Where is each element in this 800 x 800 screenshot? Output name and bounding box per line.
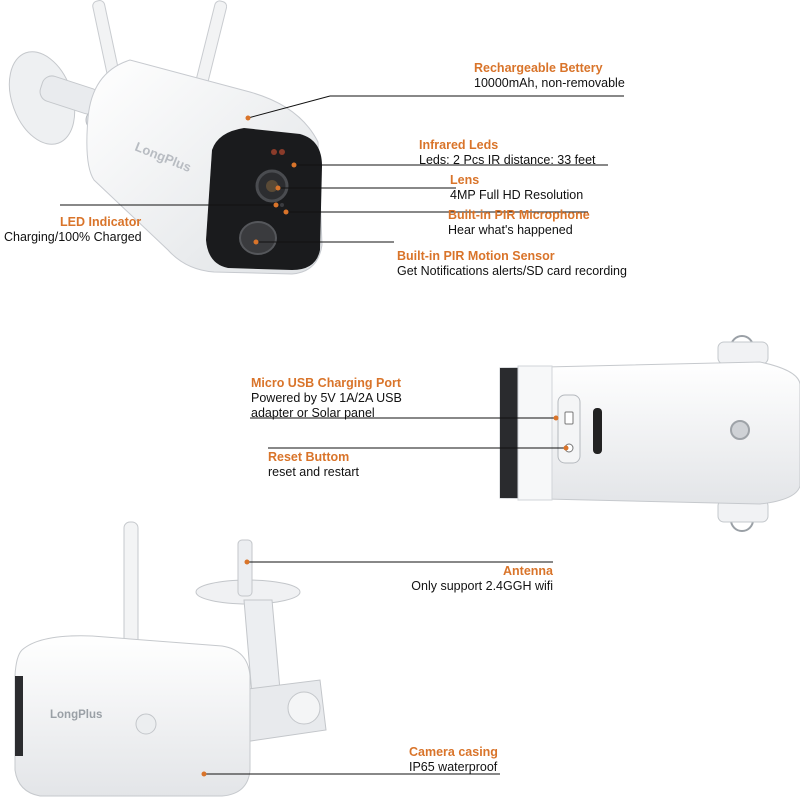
camera-casing bbox=[14, 635, 251, 797]
infrared-led bbox=[271, 149, 277, 155]
callout-title: Antenna bbox=[503, 564, 553, 578]
micro-usb-port bbox=[564, 411, 574, 425]
callout-title: Built-in PIR Microphone bbox=[448, 208, 590, 222]
callout-infrared-leds: Infrared Leds Leds: 2 Pcs IR distance: 3… bbox=[419, 138, 596, 168]
callout-dot bbox=[244, 559, 250, 565]
callout-dot bbox=[291, 162, 297, 168]
callout-desc: Only support 2.4GGH wifi bbox=[411, 579, 553, 593]
callout-desc: Leds: 2 Pcs IR distance: 33 feet bbox=[419, 153, 596, 167]
antenna-base bbox=[135, 713, 157, 735]
callout-title: Camera casing bbox=[409, 745, 498, 759]
callout-lens: Lens 4MP Full HD Resolution bbox=[450, 173, 583, 203]
callout-title: LED Indicator bbox=[60, 215, 142, 229]
callout-title: Infrared Leds bbox=[419, 138, 499, 152]
sd-card-slot bbox=[593, 408, 602, 454]
callout-desc: Get Notifications alerts/SD card recordi… bbox=[397, 264, 627, 278]
callout-microphone: Built-in PIR Microphone Hear what's happ… bbox=[448, 208, 590, 238]
callout-desc: Hear what's happened bbox=[448, 223, 573, 237]
mount-bracket bbox=[717, 341, 769, 365]
camera-back-view: LongPlus bbox=[14, 521, 327, 797]
callout-desc: reset and restart bbox=[268, 465, 360, 479]
front-bezel bbox=[500, 368, 518, 498]
callout-leaders bbox=[60, 95, 624, 775]
side-panel bbox=[517, 365, 553, 501]
port-cover bbox=[557, 394, 581, 464]
callout-dot bbox=[553, 415, 559, 421]
callout-antenna: Antenna Only support 2.4GGH wifi bbox=[411, 564, 553, 594]
callout-dot bbox=[273, 202, 279, 208]
callout-dot bbox=[283, 209, 289, 215]
mount-knob bbox=[287, 691, 321, 725]
callout-rechargeable-battery: Rechargeable Bettery 10000mAh, non-remov… bbox=[474, 61, 625, 91]
microphone-hole bbox=[280, 203, 284, 207]
infrared-led bbox=[279, 149, 285, 155]
callout-desc: Charging/100% Charged bbox=[4, 230, 142, 244]
lens-glass bbox=[266, 180, 278, 192]
callout-camera-casing: Camera casing IP65 waterproof bbox=[409, 745, 498, 775]
callout-dot bbox=[563, 445, 569, 451]
callout-title: Lens bbox=[450, 173, 480, 187]
callout-desc: adapter or Solar panel bbox=[251, 406, 375, 420]
callout-title: Reset Buttom bbox=[268, 450, 350, 464]
callout-dot bbox=[245, 115, 251, 121]
callout-desc: 10000mAh, non-removable bbox=[474, 76, 625, 90]
callout-pir-sensor: Built-in PIR Motion Sensor Get Notificat… bbox=[397, 249, 627, 279]
callout-title: Rechargeable Bettery bbox=[474, 61, 603, 75]
callout-desc: IP65 waterproof bbox=[409, 760, 498, 774]
callout-desc: 4MP Full HD Resolution bbox=[450, 188, 584, 202]
tripod-screw-hole bbox=[730, 420, 750, 440]
camera-bottom-view bbox=[499, 335, 800, 532]
callout-title: Built-in PIR Motion Sensor bbox=[397, 249, 555, 263]
callout-led-indicator: LED Indicator Charging/100% Charged bbox=[4, 215, 142, 245]
brand-logo: LongPlus bbox=[50, 709, 102, 721]
leader-line bbox=[247, 95, 331, 119]
callout-desc: Powered by 5V 1A/2A USB bbox=[251, 391, 402, 405]
callout-dots bbox=[201, 115, 569, 777]
callout-title: Micro USB Charging Port bbox=[251, 376, 402, 390]
callout-micro-usb-port: Micro USB Charging Port Powered by 5V 1A… bbox=[251, 376, 402, 421]
callout-dot bbox=[201, 771, 207, 777]
callout-reset-button: Reset Buttom reset and restart bbox=[268, 450, 359, 480]
pir-sensor bbox=[239, 221, 277, 255]
front-bezel bbox=[15, 676, 23, 756]
callout-dot bbox=[275, 185, 281, 191]
callout-dot bbox=[253, 239, 259, 245]
mount-post bbox=[237, 539, 253, 597]
